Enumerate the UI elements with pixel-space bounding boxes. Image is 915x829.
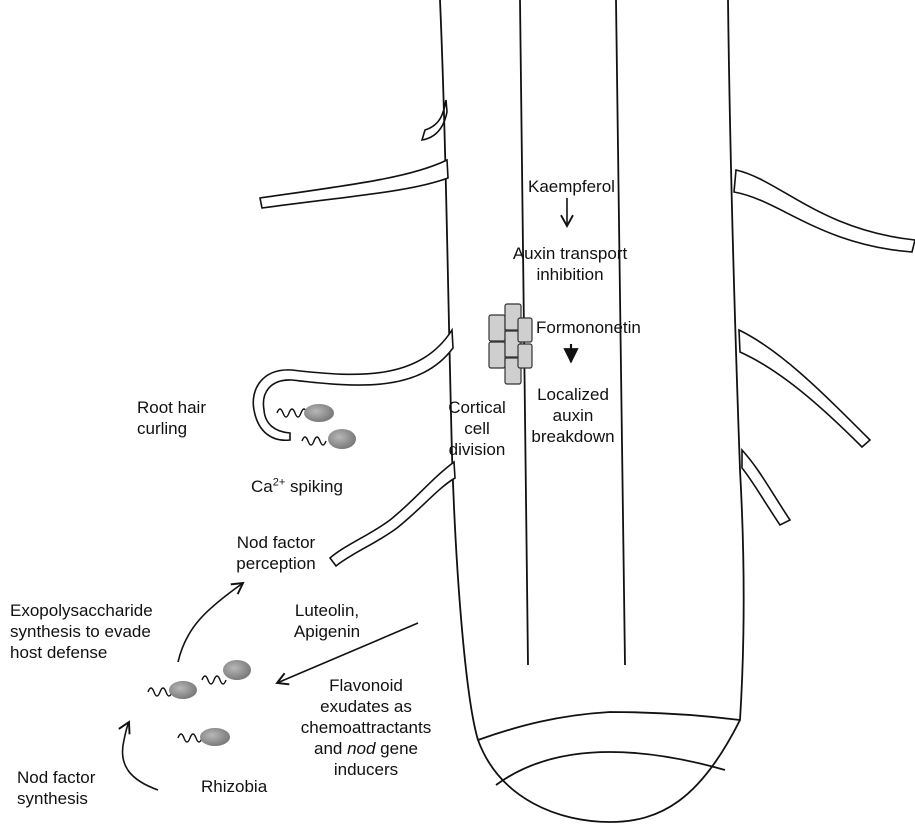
label-nod-factor-synthesis: Nod factor synthesis [17,767,95,809]
label-root-hair-curling: Root hair curling [137,397,206,439]
label-localized-auxin-breakdown: Localized auxin breakdown [528,384,618,447]
bacteria-root-hair [277,404,356,449]
label-nod-factor-perception: Nod factor perception [218,532,334,574]
rhizobia-bacteria [148,660,251,746]
arrow-nod-synthesis-to-rhizobia [122,722,158,790]
label-cortical-cell-division: Cortical cell division [437,397,517,460]
label-kaempferol: Kaempferol [528,176,608,197]
label-luteolin-apigenin: Luteolin, Apigenin [282,600,372,642]
label-auxin-transport-inhibition: Auxin transport inhibition [505,243,635,285]
label-exopolysaccharide-synthesis: Exopolysaccharide synthesis to evade hos… [10,600,153,663]
label-calcium-spiking: Ca2+ spiking [251,476,343,497]
root-hairs-right [734,170,915,525]
label-flavonoid-exudates: Flavonoid exudates as chemoattractants a… [286,675,446,780]
arrow-exopolysaccharide-to-perception [178,583,243,662]
label-formononetin: Formononetin [536,317,641,338]
label-rhizobia: Rhizobia [201,776,267,797]
